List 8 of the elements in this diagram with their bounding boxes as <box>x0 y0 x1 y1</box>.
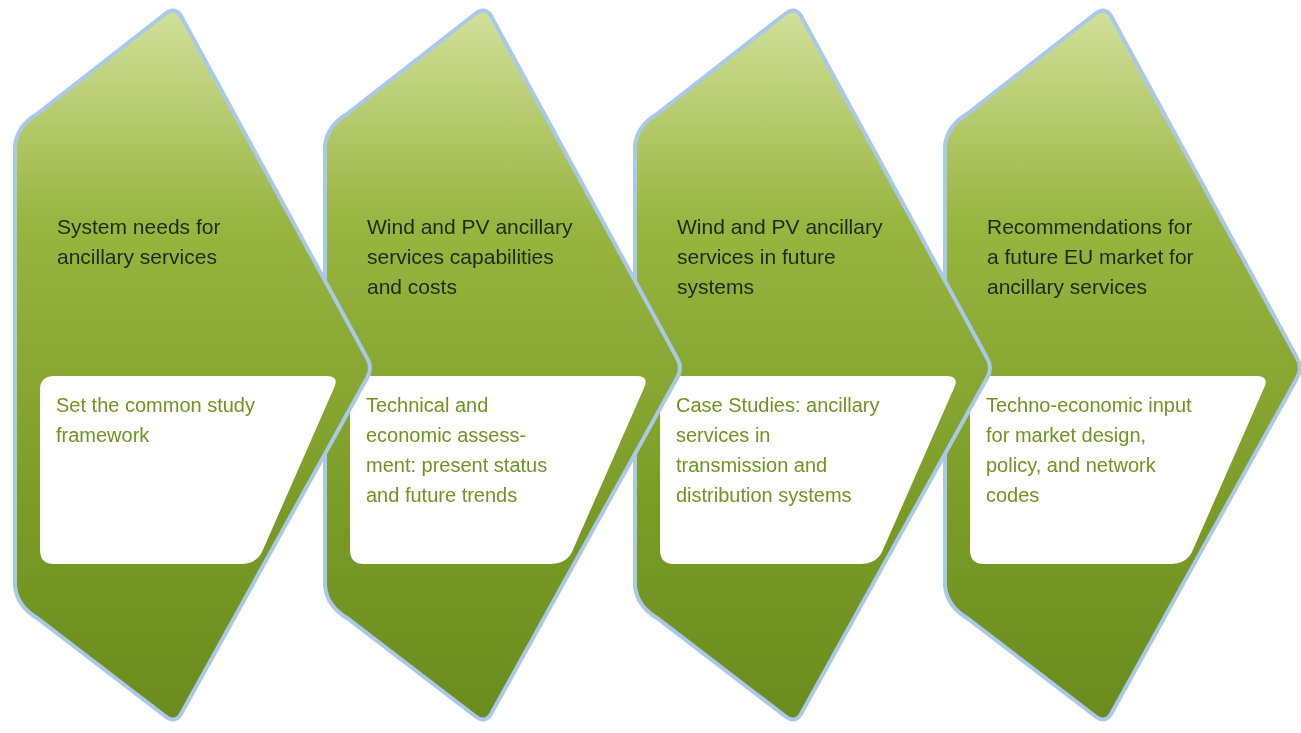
task-description: Techno-economic input for market design, policy, and network codes <box>986 393 1193 508</box>
task-description: Set the common study framework <box>56 393 256 448</box>
stage-heading: Wind and PV ancillary services capabilities and costs <box>367 214 574 300</box>
task-description: Case Studies: ancillary services in transmission and distribution systems <box>676 393 881 508</box>
task-description: Technical and economic assess- ment: present status and future trends <box>366 393 549 508</box>
stage-heading: System needs for ancillary services <box>57 214 222 270</box>
stage-heading: Recommendations for a future EU market for ancillary services <box>987 214 1195 300</box>
stage-heading: Wind and PV ancillary services in future systems <box>677 214 884 300</box>
